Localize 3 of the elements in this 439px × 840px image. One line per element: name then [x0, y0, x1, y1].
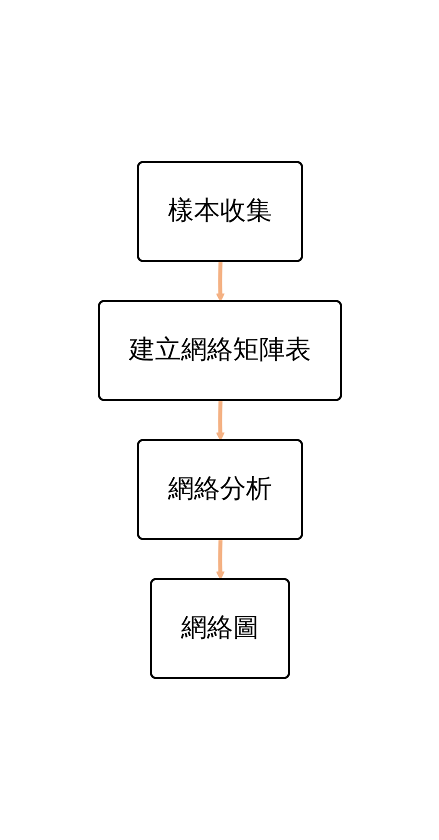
arrow [215, 539, 224, 580]
arrow [215, 400, 224, 441]
arrow [215, 261, 224, 302]
